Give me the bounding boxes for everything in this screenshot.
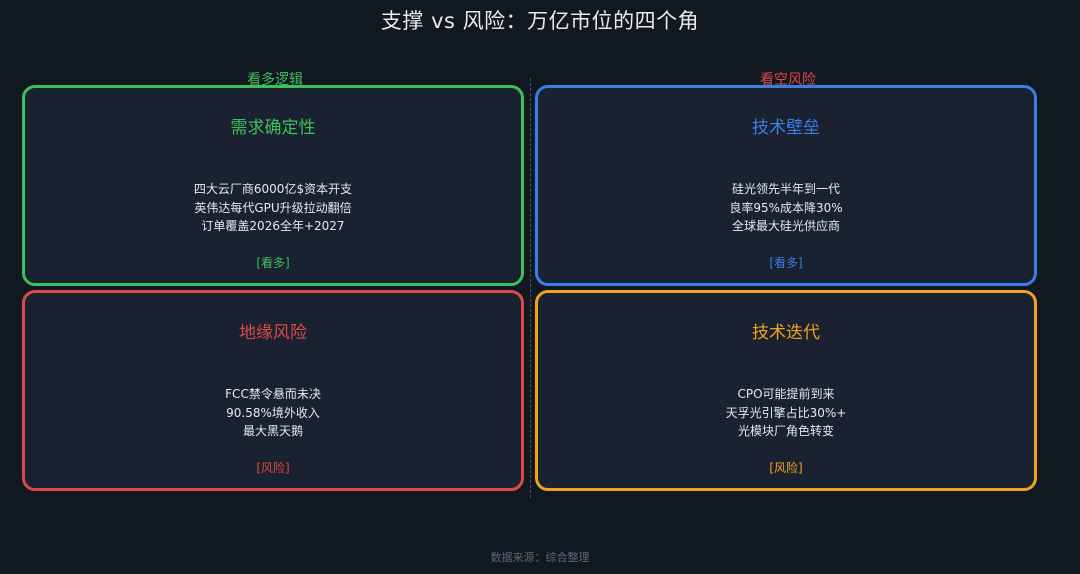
card-tag: [看多] [769, 256, 803, 270]
card-line: CPO可能提前到来 [737, 387, 835, 401]
bull-logic-label: 看多逻辑 [247, 72, 303, 88]
card-line: 光模块厂角色转变 [737, 424, 834, 438]
card-line: 订单覆盖2026全年+2027 [201, 219, 345, 233]
card-demand-certainty: 需求确定性 四大云厂商6000亿$资本开支 英伟达每代GPU升级拉动翻倍 订单覆… [22, 85, 524, 286]
card-line: 天孚光引擎占比30%+ [725, 405, 847, 420]
card-line: 全球最大硅光供应商 [731, 219, 840, 233]
bear-risk-label: 看空风险 [760, 72, 816, 88]
card-lines: CPO可能提前到来 天孚光引擎占比30%+ 光模块厂角色转变 [538, 385, 1034, 441]
card-title: 需求确定性 [230, 118, 316, 138]
card-line: 良率95%成本降30% [729, 200, 843, 215]
card-line: 四大云厂商6000亿$资本开支 [193, 182, 353, 196]
card-lines: 硅光领先半年到一代 良率95%成本降30% 全球最大硅光供应商 [538, 180, 1034, 236]
card-title: 技术迭代 [752, 323, 820, 343]
card-tech-barrier: 技术壁垒 硅光领先半年到一代 良率95%成本降30% 全球最大硅光供应商 [看多… [535, 85, 1037, 286]
center-divider [530, 78, 531, 498]
card-lines: FCC禁令悬而未决 90.58%境外收入 最大黑天鹅 [25, 385, 521, 441]
card-line: 英伟达每代GPU升级拉动翻倍 [194, 200, 352, 215]
card-line: FCC禁令悬而未决 [225, 387, 321, 401]
card-title: 地缘风险 [239, 323, 307, 343]
page-title: 支撑 vs 风险：万亿市位的四个角 [380, 9, 700, 33]
card-lines: 四大云厂商6000亿$资本开支 英伟达每代GPU升级拉动翻倍 订单覆盖2026全… [25, 180, 521, 236]
source-footnote: 数据来源：综合整理 [490, 551, 590, 564]
card-title: 技术壁垒 [752, 118, 820, 138]
card-tag: [风险] [769, 461, 803, 475]
card-line: 最大黑天鹅 [242, 424, 303, 438]
card-tag: [看多] [256, 256, 290, 270]
card-tag: [风险] [256, 461, 290, 475]
card-line: 90.58%境外收入 [226, 405, 320, 420]
card-line: 硅光领先半年到一代 [731, 182, 840, 196]
card-tech-iteration: 技术迭代 CPO可能提前到来 天孚光引擎占比30%+ 光模块厂角色转变 [风险] [535, 290, 1037, 491]
card-geopolitical-risk: 地缘风险 FCC禁令悬而未决 90.58%境外收入 最大黑天鹅 [风险] [22, 290, 524, 491]
